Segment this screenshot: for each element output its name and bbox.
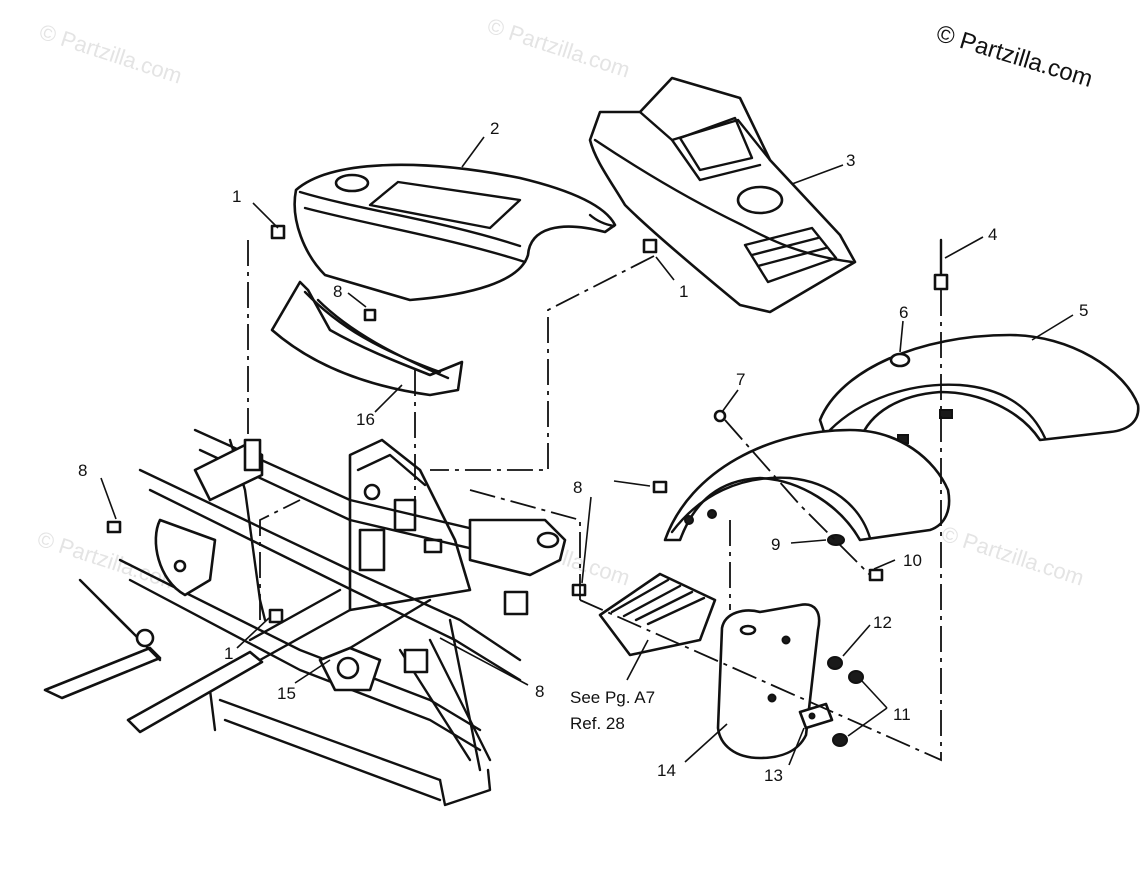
hardware	[106, 224, 949, 747]
reference-note-line2: Ref. 28	[570, 714, 625, 733]
part-3-rear-console[interactable]	[588, 76, 857, 314]
callout-8: 8	[573, 478, 582, 497]
part-13-bracket[interactable]	[798, 702, 834, 730]
watermark: © Partzilla.com	[484, 13, 633, 83]
footrest-assembly[interactable]	[598, 572, 717, 657]
callout-14: 14	[657, 761, 676, 780]
callout-6: 6	[899, 303, 908, 322]
callout-10: 10	[903, 551, 922, 570]
callout-12: 12	[873, 613, 892, 632]
callout-8: 8	[535, 682, 544, 701]
callouts: 1 2 3 4 1 8 6 5 7 16 8 8 9 10 12 1 15 8 …	[78, 119, 1088, 785]
callout-8: 8	[333, 282, 342, 301]
frame[interactable]	[43, 428, 567, 807]
part-16-lower-panel[interactable]	[270, 280, 464, 397]
callout-9: 9	[771, 535, 780, 554]
callout-16: 16	[356, 410, 375, 429]
leader-lines	[100, 136, 1074, 766]
callout-1: 1	[224, 644, 233, 663]
callout-5: 5	[1079, 301, 1088, 320]
watermark: © Partzilla.com	[36, 19, 185, 89]
callout-3: 3	[846, 151, 855, 170]
assembly-lines	[247, 240, 942, 762]
part-2-hood[interactable]	[293, 163, 617, 302]
part-14-mud-flap[interactable]	[716, 603, 821, 760]
reference-note: See Pg. A7 Ref. 28	[570, 688, 655, 733]
callout-8: 8	[78, 461, 87, 480]
watermark: © Partzilla.com	[938, 521, 1087, 591]
part-5-rear-fender[interactable]	[818, 333, 1140, 452]
callout-11: 11	[893, 705, 911, 724]
callout-2: 2	[490, 119, 499, 138]
callout-1: 1	[232, 187, 241, 206]
callout-13: 13	[764, 766, 783, 785]
callout-4: 4	[988, 225, 997, 244]
front-fender[interactable]	[663, 428, 951, 542]
copyright-text: © Partzilla.com	[933, 20, 1096, 93]
callout-7: 7	[736, 370, 745, 389]
callout-15: 15	[277, 684, 296, 703]
callout-1: 1	[679, 282, 688, 301]
reference-note-line1: See Pg. A7	[570, 688, 655, 707]
